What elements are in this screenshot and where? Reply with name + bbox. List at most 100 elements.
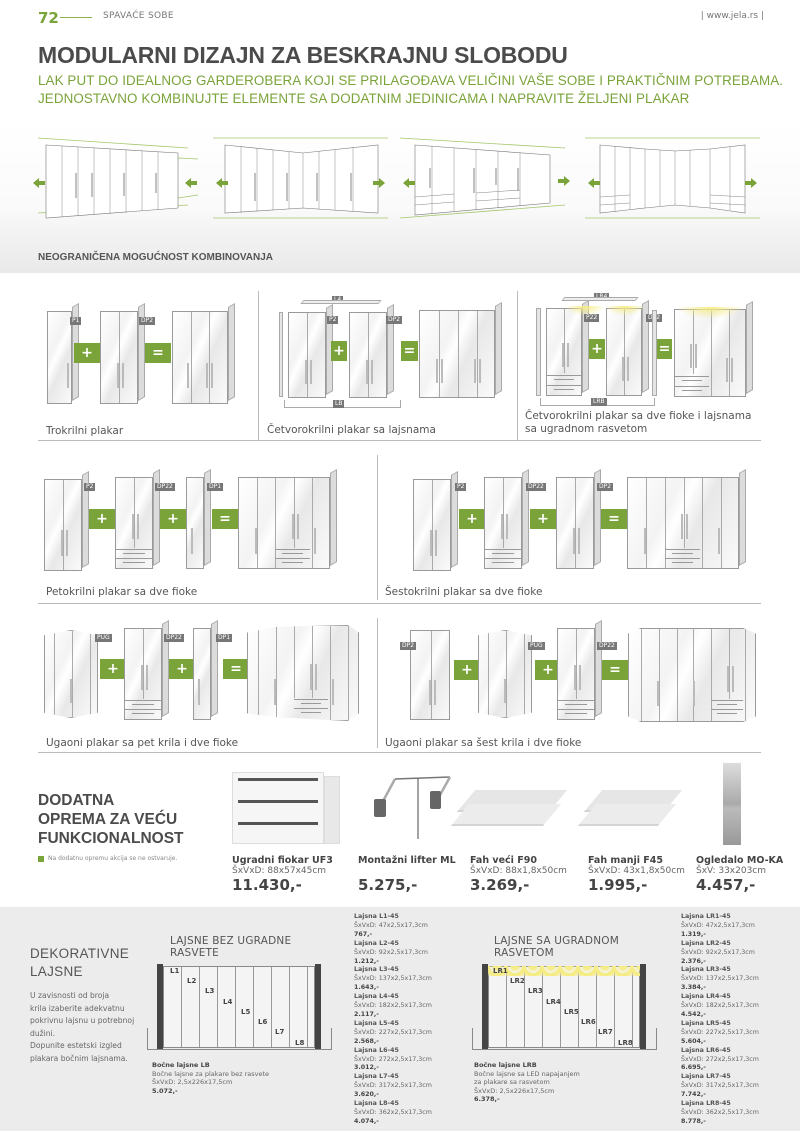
module-p2 (413, 470, 458, 571)
led-light-glow (565, 306, 605, 316)
side-trim (652, 310, 657, 396)
row-divider (38, 440, 761, 441)
trims-light-heading: LAJSNE SA UGRADNOM RASVETOM (494, 935, 619, 959)
module-dp2 (100, 302, 145, 404)
result-wardrobe (247, 625, 359, 721)
product-mo-ka: Ogledalo MO-KA ŠxV: 33x203cm 4.457,- (696, 855, 784, 894)
row-divider (38, 603, 761, 604)
module-tag: DP2 (386, 316, 403, 324)
result-wardrobe (674, 300, 753, 397)
trim-tag: LRB (591, 398, 607, 406)
module-tag: DP22 (164, 634, 184, 642)
plus-operator: + (589, 339, 605, 359)
side-trim-left (482, 964, 488, 1050)
module-tag: DP2 (139, 317, 156, 325)
shelf-large-icon (450, 790, 568, 830)
equals-operator: = (212, 509, 238, 529)
module-p1 (47, 302, 79, 404)
module-dp2 (410, 630, 450, 720)
module-tag: DP22 (526, 483, 546, 491)
divider (258, 291, 259, 441)
divider (377, 455, 378, 600)
module-pug-corner (44, 630, 98, 718)
module-dp22 (557, 619, 602, 720)
top-trim (300, 300, 382, 304)
equals-operator: = (602, 660, 628, 680)
combo-label: Trokrilni plakar (46, 425, 124, 437)
top-trim (561, 297, 639, 301)
module-p2 (288, 303, 333, 398)
trims-light-diagram: LR1 LR2 LR3 LR4 LR5 LR6 LR7 LR8 (472, 962, 657, 1058)
combo-label: Četvorokrilni plakar sa lajsnama (267, 424, 436, 436)
plus-operator: + (530, 509, 556, 529)
extras-note: Na dodatnu opremu akcija se ne ostvaruje… (38, 855, 177, 862)
plus-operator: + (535, 660, 561, 680)
product-uf3: Ugradni fiokar UF3 ŠxVxD: 88x57x45cm 11.… (232, 855, 333, 894)
module-dp2 (349, 303, 394, 398)
combo-label: Petokrilni plakar sa dve fioke (46, 586, 198, 598)
side-trim-right (315, 964, 321, 1050)
module-tag: DP2 (597, 483, 614, 491)
module-tag: PUG (95, 634, 112, 642)
side-trim-left (157, 964, 163, 1050)
website-link[interactable]: | www.jela.rs | (700, 11, 764, 21)
module-dp22 (124, 619, 169, 720)
module-dp22 (115, 468, 160, 569)
module-tag: P2 (84, 483, 96, 491)
combo-label: Ugaoni plakar sa šest krila i dve fioke (385, 737, 582, 749)
module-dp22 (484, 468, 529, 569)
page-number: 72 (38, 9, 59, 27)
module-tag: DP22 (155, 483, 175, 491)
module-tag: P2 (455, 483, 467, 491)
equals-operator: = (657, 339, 672, 359)
row-divider (38, 752, 761, 753)
page-title: MODULARNI DIZAJN ZA BESKRAJNU SLOBODU (38, 42, 568, 68)
product-ml: Montažni lifter ML 5.275,- (358, 855, 456, 894)
module-tag: DP2 (400, 642, 417, 650)
trims-title: DEKORATIVNE LAJSNE (30, 946, 130, 979)
product-f90: Fah veći F90 ŠxVxD: 88x1,8x50cm 3.269,- (470, 855, 567, 894)
trims-section (0, 907, 800, 1131)
combo-label: Šestokrilni plakar sa dve fioke (385, 586, 543, 598)
equals-operator: = (401, 341, 418, 361)
module-dp2 (556, 468, 601, 569)
plus-operator: + (169, 659, 195, 679)
result-wardrobe (628, 628, 756, 722)
module-tag: P1 (70, 317, 82, 325)
module-tag: DP22 (597, 642, 617, 650)
plus-operator: + (459, 509, 485, 529)
trims-no-light-heading: LAJSNE BEZ UGRADNE RASVETE (170, 935, 292, 959)
mirror-icon (723, 763, 741, 845)
side-trim (279, 312, 283, 397)
plus-operator: + (100, 659, 126, 679)
equals-operator: = (223, 659, 249, 679)
trim-tag: LB (333, 400, 345, 408)
result-wardrobe (627, 468, 746, 569)
module-tag: PUG (528, 642, 545, 650)
wardrobe-u-shape-illustration (585, 133, 760, 228)
header-divider (60, 17, 92, 18)
led-light-glow (676, 307, 744, 319)
page-subtitle: LAK PUT DO IDEALNOG GARDEROBERA KOJI SE … (38, 73, 784, 106)
section-name: SPAVAĆE SOBE (103, 11, 174, 21)
module-p22 (546, 299, 589, 396)
wardrobe-corner-illustration (213, 133, 388, 228)
module-tag: DP1 (207, 483, 224, 491)
equals-operator: = (601, 509, 627, 529)
product-f45: Fah manji F45 ŠxVxD: 43x1,8x50cm 1.995,- (588, 855, 685, 894)
side-trim-lb-info: Bočne lajsne LB Bočne lajsne za plakare … (152, 1061, 270, 1095)
side-trim-right (640, 964, 646, 1050)
